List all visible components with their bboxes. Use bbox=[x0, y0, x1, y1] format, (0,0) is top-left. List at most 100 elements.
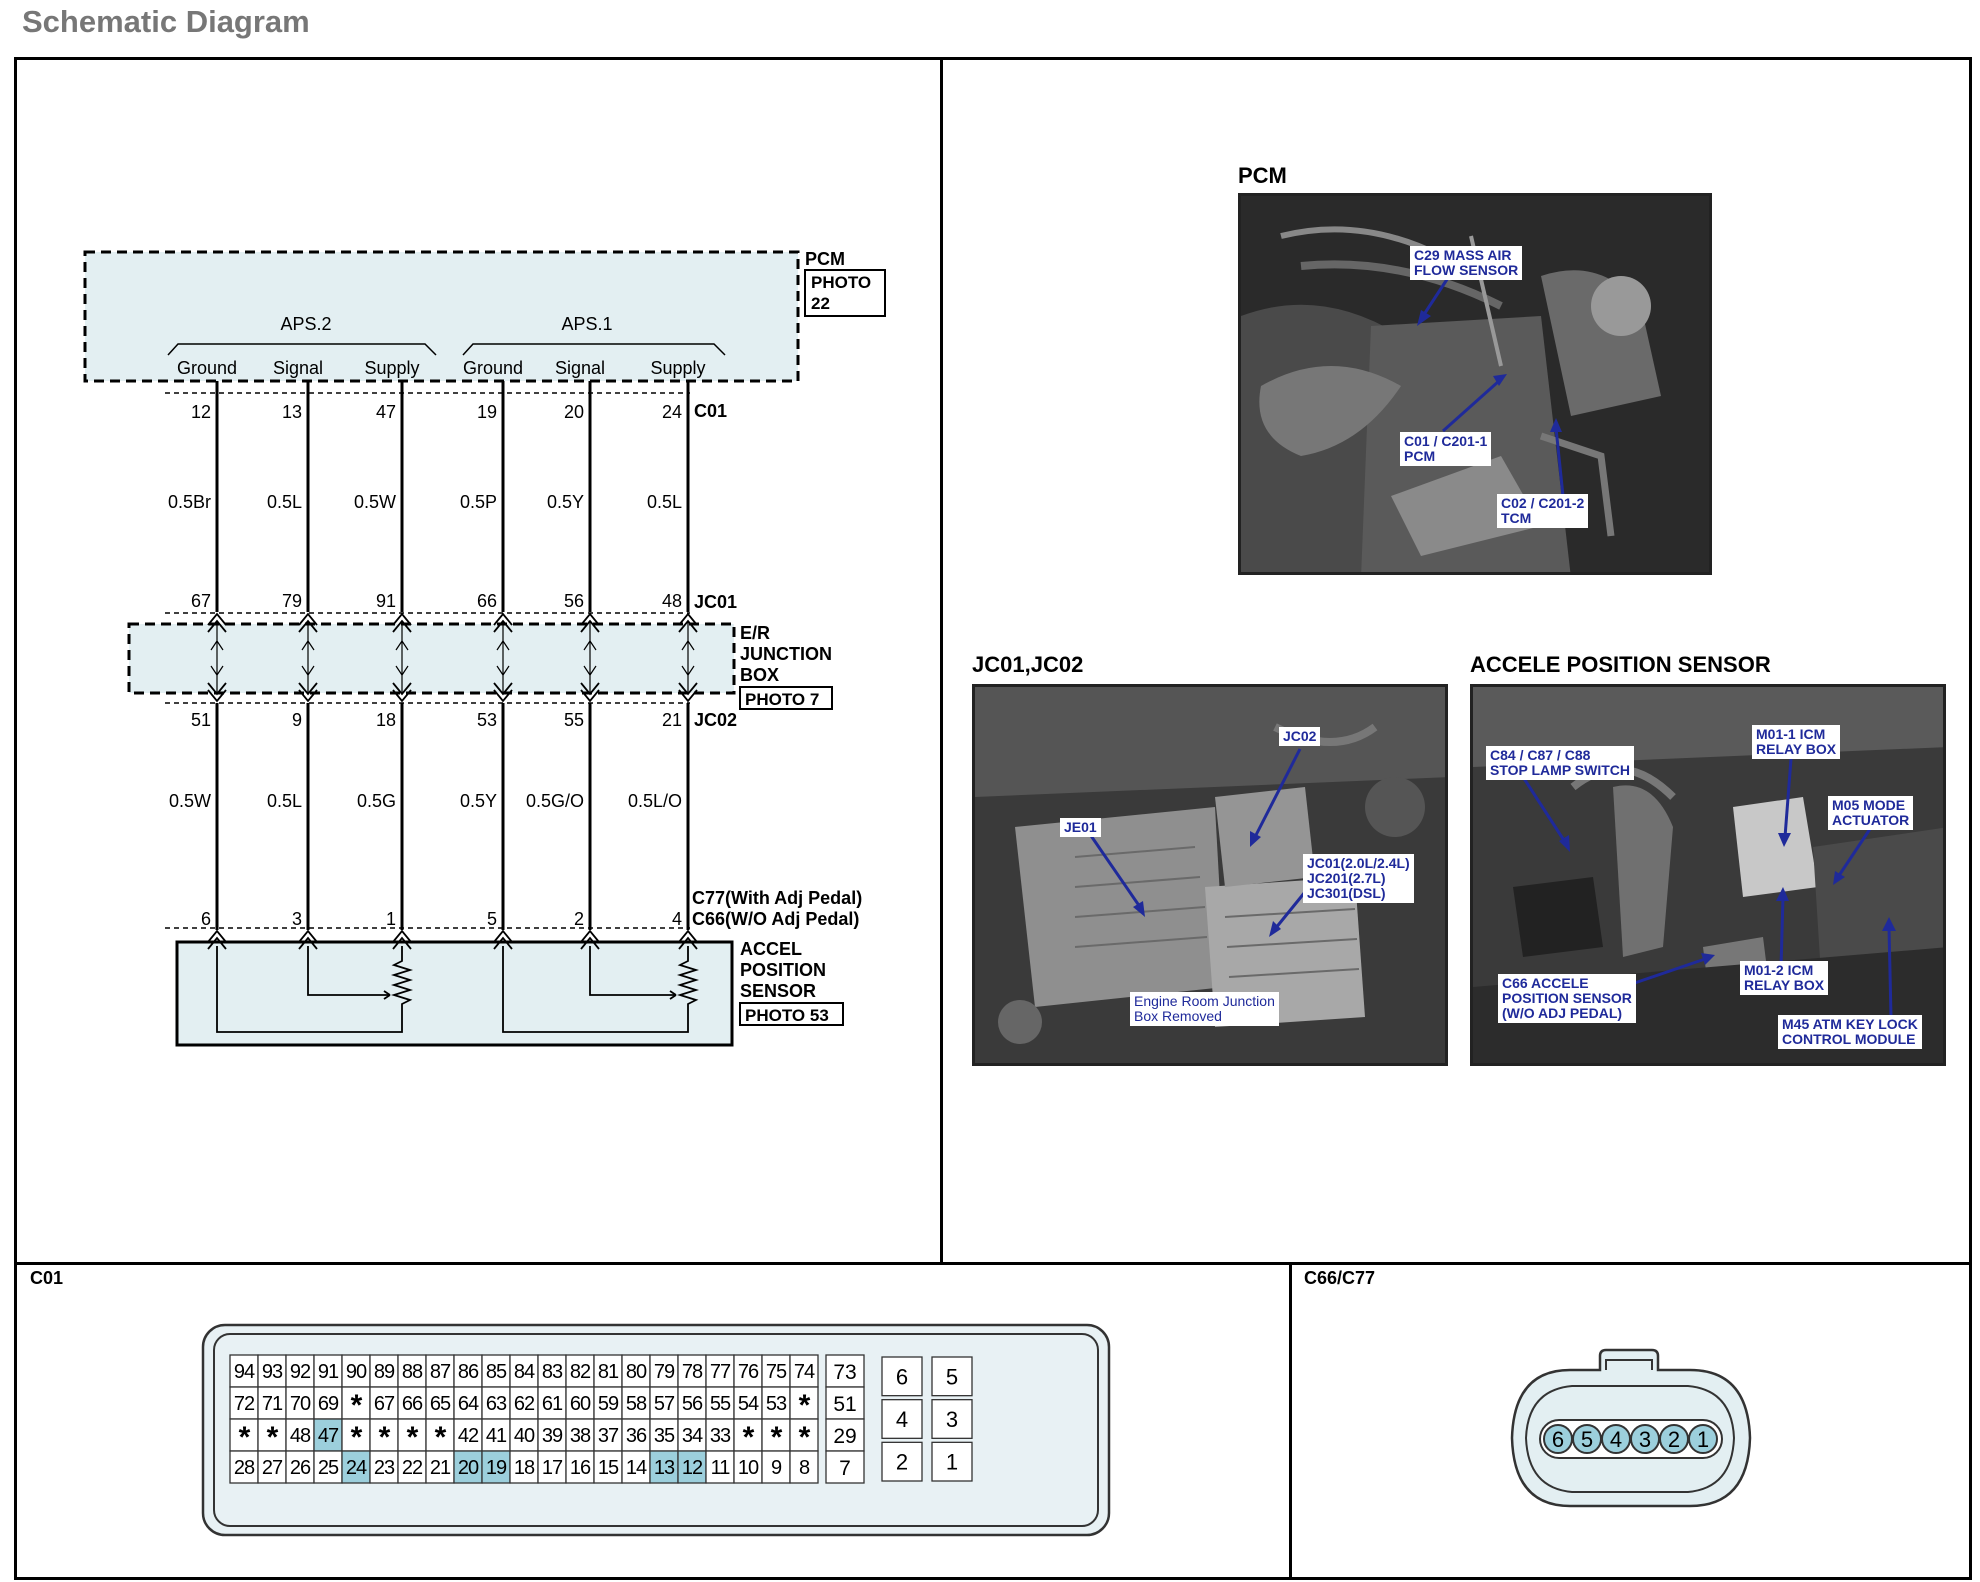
pcm-callout-c01: C01 / C201-1 PCM bbox=[1400, 432, 1492, 466]
c01-block-pin: 5 bbox=[946, 1364, 958, 1389]
jc02-pin-number: 53 bbox=[477, 710, 497, 730]
c01-side-pin: 73 bbox=[833, 1361, 856, 1384]
c01-cell bbox=[789, 1386, 819, 1420]
sensor-pin-number: 3 bbox=[292, 909, 302, 929]
c01-cell bbox=[397, 1354, 427, 1388]
c01-cell bbox=[621, 1418, 651, 1452]
pcm-label: PCM bbox=[805, 249, 845, 269]
c01-side-pin: 51 bbox=[833, 1393, 856, 1416]
aps2-label: APS.2 bbox=[280, 314, 331, 334]
c01-side-cell bbox=[825, 1354, 865, 1388]
c01-pin-label: 39 bbox=[542, 1425, 563, 1447]
c01-pin-label: 81 bbox=[598, 1361, 619, 1383]
c01-pin-label: 34 bbox=[682, 1425, 703, 1447]
c01-pin-label: 72 bbox=[234, 1393, 255, 1415]
c66-pin-label: 2 bbox=[1668, 1427, 1680, 1452]
pcm-photo-label: PCM bbox=[1238, 163, 1287, 188]
wire-spec-lower: 0.5L/O bbox=[628, 791, 682, 811]
c01-cell bbox=[705, 1450, 735, 1484]
sensor-connector-label-2: C66(W/O Adj Pedal) bbox=[692, 909, 859, 929]
c01-block-pin: 3 bbox=[946, 1407, 958, 1432]
c01-cell bbox=[509, 1354, 539, 1388]
sensor-pin-number: 5 bbox=[487, 909, 497, 929]
c01-pin-label: 54 bbox=[738, 1393, 759, 1415]
c01-pin-label: 10 bbox=[738, 1457, 759, 1479]
c01-pin-label: 87 bbox=[430, 1361, 451, 1383]
c01-pin-label: 48 bbox=[290, 1425, 311, 1447]
junction-arrowhead bbox=[583, 639, 597, 677]
sensor-pin-number: 6 bbox=[201, 909, 211, 929]
wire-spec-lower: 0.5L bbox=[267, 791, 302, 811]
pcm-callout-maf: C29 MASS AIR FLOW SENSOR bbox=[1410, 246, 1523, 280]
aps-callout-c66: C66 ACCELE POSITION SENSOR (W/O ADJ PEDA… bbox=[1498, 974, 1636, 1023]
jc01-terminal-arrow bbox=[493, 612, 513, 633]
c01-cell bbox=[229, 1450, 259, 1484]
sensor-pin-number: 4 bbox=[672, 909, 682, 929]
c01-pin-label: 27 bbox=[262, 1457, 283, 1479]
junction-photo-ref-box bbox=[739, 686, 833, 710]
c01-cell bbox=[425, 1418, 455, 1452]
c01-pin-label: 83 bbox=[542, 1361, 563, 1383]
c01-pin-label: 79 bbox=[654, 1361, 675, 1383]
c01-pin-label: 55 bbox=[710, 1393, 731, 1415]
jc-callout-jc02: JC02 bbox=[1279, 727, 1321, 746]
c01-pin-number: 19 bbox=[477, 402, 497, 422]
pin-name-label: Supply bbox=[364, 358, 419, 378]
junction-arrowhead bbox=[210, 639, 224, 677]
sensor-terminal-arrow bbox=[392, 929, 412, 950]
c01-pin-label: 88 bbox=[402, 1361, 423, 1383]
c01-cell bbox=[565, 1450, 595, 1484]
c01-cell bbox=[425, 1386, 455, 1420]
c01-cell bbox=[593, 1450, 623, 1484]
c01-cell bbox=[397, 1418, 427, 1452]
c01-block-pin: 1 bbox=[946, 1450, 958, 1475]
wire-spec-lower: 0.5G bbox=[357, 791, 396, 811]
jc01-terminal-arrow bbox=[392, 612, 412, 633]
c01-cell bbox=[705, 1418, 735, 1452]
c01-pin-label: 35 bbox=[654, 1425, 675, 1447]
c01-pin-label: 41 bbox=[486, 1425, 507, 1447]
c01-pin-label: 36 bbox=[626, 1425, 647, 1447]
c01-pin-label: 28 bbox=[234, 1457, 255, 1479]
junction-arrowhead bbox=[496, 639, 510, 677]
c01-pin-label: 78 bbox=[682, 1361, 703, 1383]
jc02-terminal-arrow bbox=[392, 682, 412, 703]
jc01-connector-label: JC01 bbox=[694, 592, 737, 612]
pin-name-label: Ground bbox=[177, 358, 237, 378]
c01-pin-number: 12 bbox=[191, 402, 211, 422]
c01-pin-label: 84 bbox=[514, 1361, 535, 1383]
wire-spec-lower: 0.5W bbox=[169, 791, 211, 811]
c01-pin-label: 13 bbox=[654, 1457, 675, 1479]
c01-pin-label: 66 bbox=[402, 1393, 423, 1415]
page-title: Schematic Diagram bbox=[22, 4, 310, 39]
sensor-terminal-arrow bbox=[580, 929, 600, 950]
c01-cell bbox=[537, 1450, 567, 1484]
c66-connector-panel bbox=[1289, 1262, 1972, 1580]
c01-pin-label: 63 bbox=[486, 1393, 507, 1415]
c01-pin-label: 12 bbox=[682, 1457, 703, 1479]
pin-name-label: Signal bbox=[273, 358, 323, 378]
jc02-pin-number: 51 bbox=[191, 710, 211, 730]
wire-spec-upper: 0.5L bbox=[647, 492, 682, 512]
aps1-label: APS.1 bbox=[561, 314, 612, 334]
jc01-terminal-arrow bbox=[580, 612, 600, 633]
c01-cell bbox=[733, 1354, 763, 1388]
c01-cell bbox=[761, 1418, 791, 1452]
c01-block-cell bbox=[881, 1399, 923, 1439]
pcm-callout-c02: C02 / C201-2 TCM bbox=[1497, 494, 1589, 528]
c01-cell bbox=[593, 1418, 623, 1452]
sensor-photo-ref-box bbox=[739, 1002, 844, 1026]
c01-cell bbox=[425, 1450, 455, 1484]
c01-pin-label: 62 bbox=[514, 1393, 535, 1415]
potentiometer-circuits bbox=[216, 946, 700, 1033]
jc01-pin-number: 56 bbox=[564, 591, 584, 611]
jc01-terminal-arrow bbox=[298, 612, 318, 633]
c01-pin-label: 61 bbox=[542, 1393, 563, 1415]
sensor-photo-ref: PHOTO 53 bbox=[745, 1006, 829, 1025]
c01-cell bbox=[369, 1354, 399, 1388]
junction-box-line1: E/R bbox=[740, 623, 770, 643]
sensor-line2: POSITION bbox=[740, 960, 826, 980]
c01-pin-label: 94 bbox=[234, 1361, 255, 1383]
sensor-line1: ACCEL bbox=[740, 939, 802, 959]
